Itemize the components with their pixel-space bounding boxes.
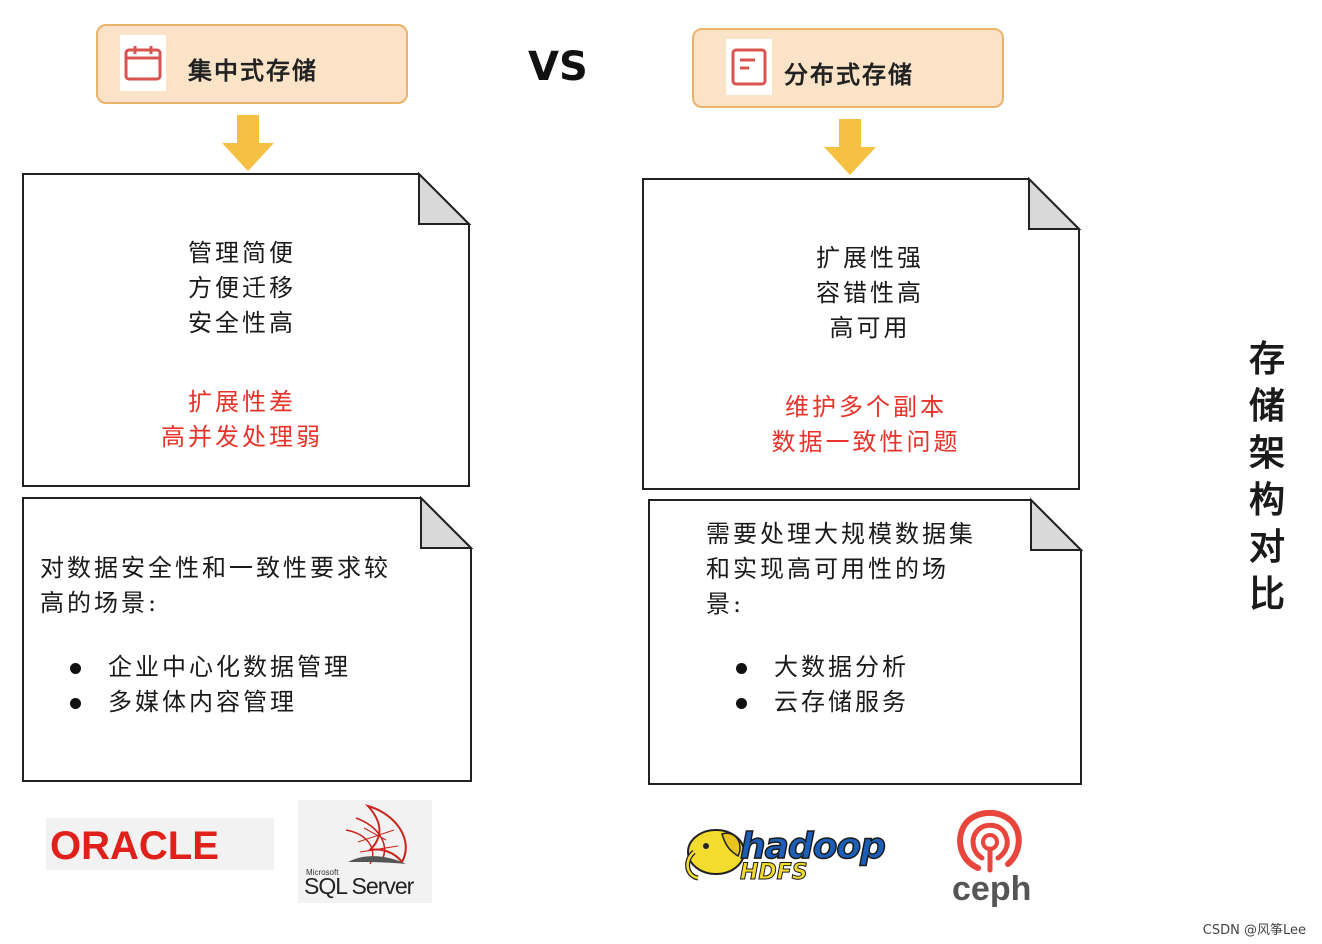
left-pros: 管理简便 方便迁移 安全性高 — [22, 236, 462, 341]
left-features-note: 管理简便 方便迁移 安全性高 扩展性差 高并发处理弱 — [22, 171, 472, 487]
side-title-char: 储 — [1248, 386, 1285, 427]
sql-server-emblem-icon — [345, 804, 407, 865]
side-title-char: 对 — [1248, 527, 1285, 568]
right-scenario-list: 大数据分析 云存储服务 — [706, 650, 909, 720]
left-down-arrow — [222, 115, 274, 171]
left-pro-item: 安全性高 — [188, 309, 296, 337]
side-title-char: 架 — [1248, 433, 1285, 474]
hadoop-hdfs-logo: hadoop HDFS — [682, 820, 896, 890]
side-title-char: 存 — [1248, 339, 1285, 380]
left-con-item: 扩展性差 — [188, 388, 296, 416]
right-scenario-intro-line: 需要处理大规模数据集 — [706, 520, 976, 548]
sql-server-label: SQL Server — [304, 873, 414, 899]
left-header-title: 集中式存储 — [188, 57, 318, 85]
left-scenario-note: 对数据安全性和一致性要求较 高的场景: 企业中心化数据管理 多媒体内容管理 — [22, 495, 474, 782]
right-down-arrow — [824, 119, 876, 175]
ceph-wordmark: ceph — [952, 870, 1032, 908]
right-scenario-note: 需要处理大规模数据集 和实现高可用性的场 景: 大数据分析 云存储服务 — [648, 497, 1084, 785]
right-cons: 维护多个副本 数据一致性问题 — [642, 390, 1090, 460]
ceph-octopus-icon — [957, 809, 1022, 873]
left-pro-item: 方便迁移 — [188, 274, 296, 302]
right-scenario-intro-line: 和实现高可用性的场 — [706, 555, 949, 583]
oracle-logo-text: ORACLE — [50, 824, 219, 868]
list-item: 企业中心化数据管理 — [40, 650, 351, 685]
left-cons: 扩展性差 高并发处理弱 — [22, 385, 462, 455]
right-pro-item: 容错性高 — [816, 279, 924, 307]
hadoop-wordmark: hadoop — [739, 825, 886, 868]
watermark: CSDN @风筝Lee — [1202, 923, 1306, 938]
left-scenario-intro-line: 对数据安全性和一致性要求较 — [40, 554, 391, 582]
right-header-title: 分布式存储 — [784, 61, 914, 89]
right-scenario-intro-line: 景: — [706, 590, 745, 618]
side-title-char: 构 — [1248, 480, 1285, 521]
list-item: 多媒体内容管理 — [40, 685, 351, 720]
sql-server-logo: Microsoft SQL Server — [298, 800, 432, 903]
right-con-item: 维护多个副本 — [785, 393, 947, 421]
right-con-item: 数据一致性问题 — [771, 428, 961, 456]
side-title: 存 储 架 构 对 比 — [1244, 336, 1290, 618]
hadoop-elephant-icon — [685, 829, 745, 881]
left-header-box: 集中式存储 — [96, 24, 408, 104]
sql-server-microsoft-label: Microsoft — [306, 868, 339, 877]
oracle-logo: ORACLE — [46, 818, 274, 870]
left-scenario-intro: 对数据安全性和一致性要求较 高的场景: — [40, 551, 391, 621]
document-icon — [726, 39, 772, 95]
right-pros: 扩展性强 容错性高 高可用 — [642, 241, 1098, 346]
right-pro-item: 扩展性强 — [816, 244, 924, 272]
left-scenario-list: 企业中心化数据管理 多媒体内容管理 — [40, 650, 351, 720]
calendar-icon — [120, 35, 166, 91]
right-header-box: 分布式存储 — [692, 28, 1004, 108]
ceph-logo: ceph — [950, 808, 1032, 912]
hdfs-wordmark: HDFS — [740, 860, 809, 886]
vs-label: VS — [528, 44, 588, 90]
left-con-item: 高并发处理弱 — [161, 423, 323, 451]
right-scenario-intro: 需要处理大规模数据集 和实现高可用性的场 景: — [706, 517, 976, 622]
left-pro-item: 管理简便 — [188, 239, 296, 267]
list-item: 大数据分析 — [706, 650, 909, 685]
right-features-note: 扩展性强 容错性高 高可用 维护多个副本 数据一致性问题 — [642, 176, 1082, 490]
side-title-char: 比 — [1248, 574, 1285, 615]
right-pro-item: 高可用 — [829, 314, 911, 342]
list-item: 云存储服务 — [706, 685, 909, 720]
left-scenario-intro-line: 高的场景: — [40, 589, 160, 617]
